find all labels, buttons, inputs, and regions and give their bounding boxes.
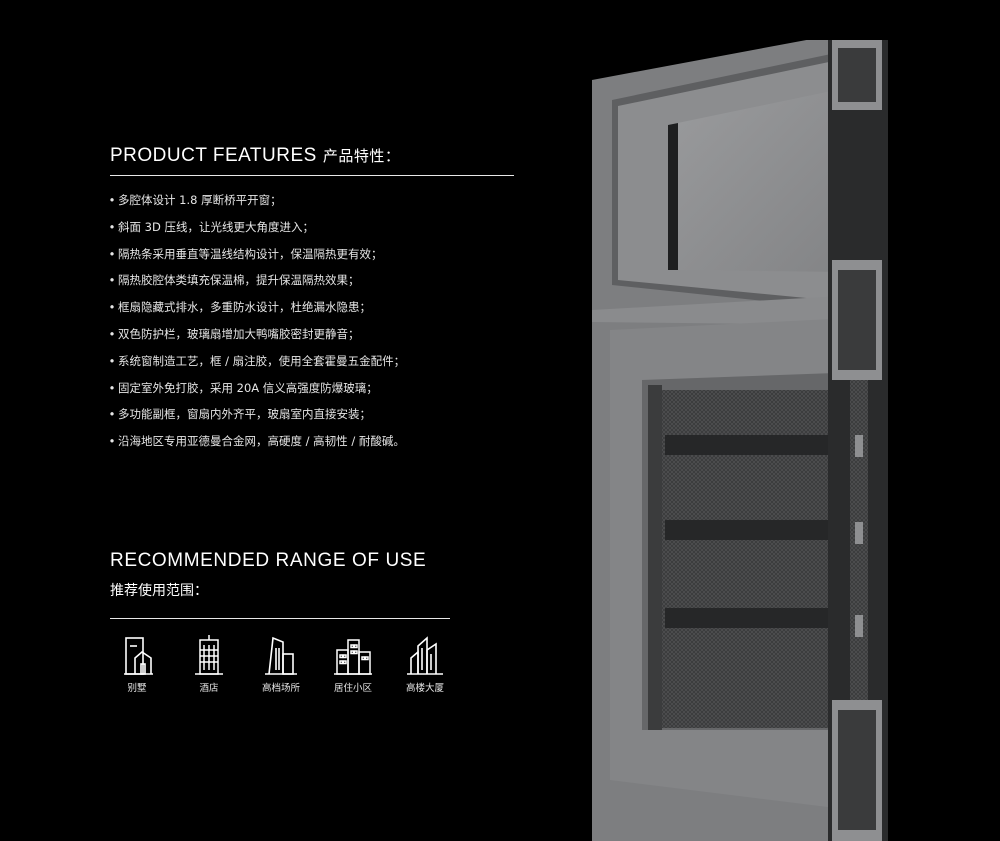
bullet-icon: • (108, 300, 116, 315)
feature-item: •多腔体设计 1.8 厚断桥平开窗； (106, 187, 405, 214)
bullet-icon: • (108, 219, 116, 234)
use-case-label: 高档场所 (261, 683, 300, 694)
window-product-image (592, 40, 888, 841)
residential-community-icon (334, 639, 372, 675)
bullet-icon: • (108, 326, 116, 341)
use-case-upscale-venue: 高档场所 (245, 632, 317, 694)
use-case-label: 居住小区 (333, 683, 372, 694)
features-heading: PRODUCT FEATURES 产品特性： (110, 145, 400, 167)
bullet-icon: • (108, 407, 116, 422)
use-case-hotel: 酒店 (173, 632, 245, 694)
features-title-cn: 产品特性： (322, 147, 401, 165)
security-bar (665, 435, 830, 455)
features-title-en: PRODUCT FEATURES (110, 145, 317, 166)
use-case-label: 酒店 (199, 683, 219, 694)
feature-item: •系统窗制造工艺，框 / 扇注胶，使用全套霍曼五金配件； (106, 348, 406, 375)
bullet-icon: • (108, 273, 116, 288)
use-case-residential: 居住小区 (317, 632, 389, 694)
feature-item: •多功能副框，窗扇内外齐平，玻扇室内直接安装； (106, 401, 405, 428)
feature-item: •双色防护栏，玻璃扇增加大鸭嘴胶密封更静音； (106, 321, 405, 348)
range-divider (110, 618, 450, 619)
feature-item: •斜面 3D 压线，让光线更大角度进入； (106, 214, 405, 241)
security-bar (665, 520, 830, 540)
feature-item: •固定室外免打胶，采用 20A 信义高强度防爆玻璃； (106, 375, 405, 402)
feature-item: •隔热条采用垂直等温线结构设计，保温隔热更有效； (106, 241, 405, 268)
range-title-en: RECOMMENDED RANGE OF USE (110, 550, 427, 571)
range-title-cn: 推荐使用范围： (110, 583, 208, 599)
upscale-venue-icon (265, 636, 297, 675)
features-divider (110, 175, 514, 176)
use-case-high-rise: 高楼大厦 (389, 632, 461, 694)
villa-icon (124, 637, 153, 675)
feature-item: •隔热胶腔体类填充保温棉，提升保温隔热效果； (106, 267, 405, 294)
use-case-label: 别墅 (127, 683, 147, 694)
use-case-label: 高楼大厦 (405, 683, 444, 694)
bullet-icon: • (108, 246, 116, 261)
hotel-icon (195, 635, 223, 675)
bullet-icon: • (108, 434, 116, 449)
bullet-icon: • (108, 353, 116, 368)
use-cases: 别墅 酒店 高档场所 居住小 (101, 632, 461, 694)
bullet-icon: • (108, 193, 116, 207)
sash-stile (648, 385, 662, 730)
upper-glass-edge (668, 123, 678, 270)
transom-rail (592, 295, 860, 325)
use-case-villa: 别墅 (101, 632, 173, 694)
upper-glass (668, 88, 846, 272)
bullet-icon: • (108, 380, 116, 395)
security-bar (665, 608, 830, 628)
high-rise-building-icon (407, 636, 443, 675)
feature-item: •框扇隐藏式排水，多重防水设计，杜绝漏水隐患； (106, 294, 405, 321)
feature-item: •沿海地区专用亚德曼合金网，高硬度 / 高韧性 / 耐酸碱。 (106, 428, 405, 455)
features-list: •多腔体设计 1.8 厚断桥平开窗； •斜面 3D 压线，让光线更大角度进入； … (106, 187, 406, 455)
